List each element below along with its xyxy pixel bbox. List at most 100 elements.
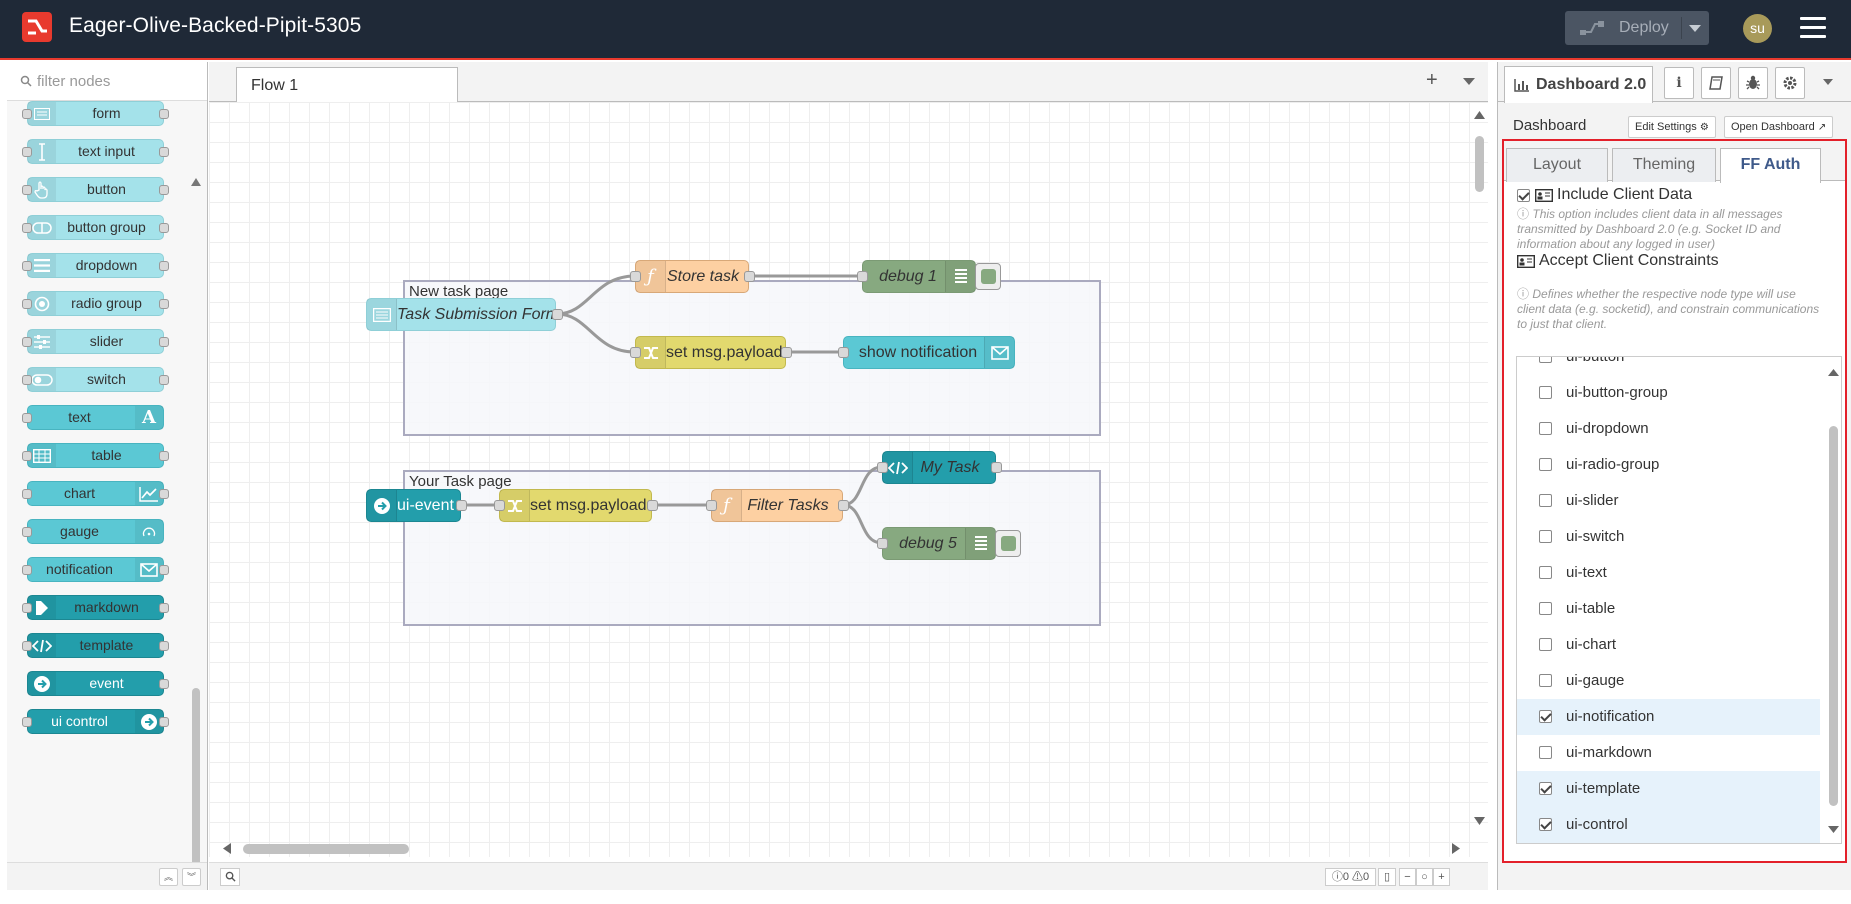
palette-node-ui-control[interactable]: ui control [22, 709, 169, 734]
palette-node-slider[interactable]: slider [22, 329, 169, 354]
constraint-checkbox[interactable] [1539, 710, 1552, 723]
main-menu-icon[interactable] [1800, 17, 1826, 39]
constraint-row-ui-dropdown[interactable]: ui-dropdown [1517, 411, 1820, 447]
output-port[interactable] [838, 500, 849, 511]
constraint-checkbox[interactable] [1539, 782, 1552, 795]
constraint-checkbox[interactable] [1539, 357, 1552, 363]
input-port[interactable] [877, 462, 888, 473]
node-set-msg-payload-1[interactable]: set msg.payload [635, 336, 786, 369]
constraint-checkbox[interactable] [1539, 530, 1552, 543]
search-flows-button[interactable] [220, 868, 240, 886]
constraint-checkbox[interactable] [1539, 386, 1552, 399]
constraint-checkbox[interactable] [1539, 638, 1552, 651]
constraint-checkbox[interactable] [1539, 566, 1552, 579]
constraint-row-ui-chart[interactable]: ui-chart [1517, 627, 1820, 663]
add-flow-icon[interactable]: + [1426, 69, 1438, 91]
navigator-map-icon[interactable]: ▯ [1378, 868, 1396, 886]
palette-scrollbar[interactable] [188, 96, 204, 886]
input-port[interactable] [877, 538, 888, 549]
deploy-menu-caret-icon[interactable] [1689, 25, 1701, 32]
zoom-out-icon[interactable]: − [1399, 868, 1416, 886]
tab-layout[interactable]: Layout [1506, 148, 1608, 182]
zoom-reset-icon[interactable]: ○ [1416, 868, 1433, 886]
input-port[interactable] [630, 271, 641, 282]
palette-search-input[interactable]: filter nodes [37, 73, 111, 90]
constraint-row-ui-markdown[interactable]: ui-markdown [1517, 735, 1820, 771]
constraint-row-ui-text[interactable]: ui-text [1517, 555, 1820, 591]
settings-gear-icon[interactable] [1775, 67, 1805, 99]
output-port[interactable] [552, 309, 563, 320]
debug-bug-icon[interactable] [1738, 67, 1768, 99]
palette-node-button[interactable]: button [22, 177, 169, 202]
palette-node-notification[interactable]: notification [22, 557, 169, 582]
node-filter-tasks[interactable]: ƒ Filter Tasks [711, 489, 843, 522]
user-avatar[interactable]: su [1743, 14, 1772, 43]
output-port[interactable] [456, 500, 467, 511]
constraint-row-ui-switch[interactable]: ui-switch [1517, 519, 1820, 555]
edit-settings-button[interactable]: Edit Settings ⚙ [1628, 116, 1716, 138]
constraint-row-ui-notification[interactable]: ui-notification [1517, 699, 1820, 735]
help-book-icon[interactable] [1701, 67, 1731, 99]
palette-node-chart[interactable]: chart [22, 481, 169, 506]
palette-search[interactable]: filter nodes [7, 62, 207, 101]
node-store-task[interactable]: ƒ Store task [635, 260, 749, 293]
include-client-data-checkbox[interactable] [1517, 188, 1530, 202]
tab-ff-auth[interactable]: FF Auth [1720, 148, 1821, 183]
input-port[interactable] [857, 271, 868, 282]
node-ui-event[interactable]: ui-event [366, 489, 461, 522]
constraint-checkbox[interactable] [1539, 746, 1552, 759]
zoom-in-icon[interactable]: + [1433, 868, 1450, 886]
node-show-notification[interactable]: show notification [843, 336, 1015, 369]
sidebar-menu-caret-icon[interactable] [1823, 79, 1833, 85]
status-counters[interactable]: ⓘ0 ⚠0 [1325, 868, 1376, 886]
info-tab-icon[interactable]: i [1664, 67, 1694, 99]
input-port[interactable] [630, 347, 641, 358]
constraint-row-ui-gauge[interactable]: ui-gauge [1517, 663, 1820, 699]
node-set-msg-payload-2[interactable]: set msg.payload [499, 489, 652, 522]
constraint-checkbox[interactable] [1539, 422, 1552, 435]
node-debug-1[interactable]: debug 1 [862, 260, 976, 293]
constraints-list-scrollbar[interactable] [1825, 357, 1842, 844]
deploy-button[interactable]: Deploy [1565, 11, 1709, 45]
palette-node-dropdown[interactable]: dropdown [22, 253, 169, 278]
input-port[interactable] [838, 347, 849, 358]
palette-node-gauge[interactable]: gauge [22, 519, 164, 544]
input-port[interactable] [706, 500, 717, 511]
tab-theming[interactable]: Theming [1612, 148, 1716, 182]
constraint-checkbox[interactable] [1539, 458, 1552, 471]
open-dashboard-button[interactable]: Open Dashboard ↗ [1724, 116, 1834, 138]
input-port[interactable] [494, 500, 505, 511]
palette-node-form[interactable]: form [22, 101, 169, 126]
constraint-checkbox[interactable] [1539, 674, 1552, 687]
palette-node-markdown[interactable]: markdown [22, 595, 169, 620]
constraint-row-ui-radio-group[interactable]: ui-radio-group [1517, 447, 1820, 483]
palette-node-text-input[interactable]: text input [22, 139, 169, 164]
flow-canvas[interactable]: New task page Your Task page Task Submis… [209, 102, 1488, 857]
palette-node-table[interactable]: table [22, 443, 169, 468]
collapse-all-icon[interactable]: ︽ [159, 868, 178, 886]
constraint-row-ui-button-group[interactable]: ui-button-group [1517, 375, 1820, 411]
palette-node-switch[interactable]: switch [22, 367, 169, 392]
palette-node-event[interactable]: event [27, 671, 169, 696]
output-port[interactable] [991, 462, 1002, 473]
tab-flow-1[interactable]: Flow 1 [236, 67, 458, 103]
node-task-submission-form[interactable]: Task Submission Form [366, 298, 559, 331]
constraint-row-ui-control[interactable]: ui-control [1517, 807, 1820, 843]
palette-node-radio-group[interactable]: radio group [22, 291, 169, 316]
node-debug-5[interactable]: debug 5 [882, 527, 996, 560]
canvas-horizontal-scrollbar[interactable] [209, 840, 1488, 857]
debug-toggle-button[interactable] [995, 530, 1021, 557]
constraint-checkbox[interactable] [1539, 818, 1552, 831]
constraint-checkbox[interactable] [1539, 602, 1552, 615]
tab-dashboard-2[interactable]: Dashboard 2.0 [1504, 66, 1653, 103]
node-my-task[interactable]: My Task [882, 451, 996, 484]
constraint-row-ui-table[interactable]: ui-table [1517, 591, 1820, 627]
constraint-row-ui-template[interactable]: ui-template [1517, 771, 1820, 807]
debug-toggle-button[interactable] [975, 263, 1001, 290]
output-port[interactable] [781, 347, 792, 358]
palette-node-button-group[interactable]: button group [22, 215, 169, 240]
output-port[interactable] [647, 500, 658, 511]
flow-list-caret-icon[interactable] [1463, 78, 1475, 85]
